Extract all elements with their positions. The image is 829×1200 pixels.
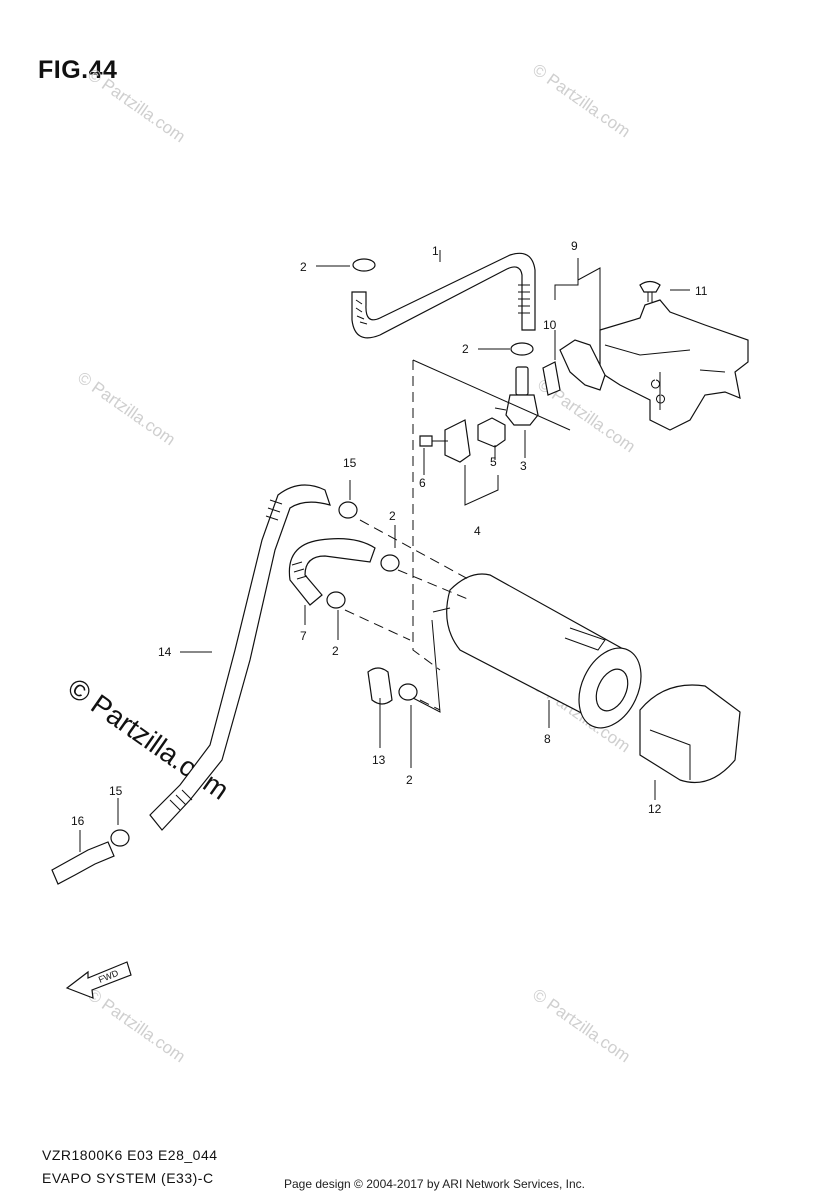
- hose-clamp[interactable]: [510, 342, 534, 356]
- callout-8[interactable]: 8: [544, 732, 551, 746]
- cover-12[interactable]: [639, 684, 741, 784]
- fitting-16[interactable]: [51, 841, 115, 885]
- hose-clamp[interactable]: [326, 591, 346, 609]
- model-code: VZR1800K6 E03 E28_044: [42, 1147, 218, 1163]
- callout-2[interactable]: 2: [300, 260, 307, 274]
- hose-7[interactable]: [288, 538, 376, 606]
- bolt-6[interactable]: [419, 435, 448, 447]
- clip-10[interactable]: [542, 361, 561, 396]
- copyright-footer: Page design © 2004-2017 by ARI Network S…: [283, 1177, 585, 1191]
- hose-clamp[interactable]: [398, 683, 418, 701]
- callout-1[interactable]: 1: [432, 244, 439, 258]
- callout-2[interactable]: 2: [406, 773, 413, 787]
- callout-15[interactable]: 15: [343, 456, 357, 470]
- callout-12[interactable]: 12: [648, 802, 662, 816]
- hose-clamp[interactable]: [110, 829, 130, 847]
- bracket-9[interactable]: [559, 299, 749, 431]
- callout-2[interactable]: 2: [389, 509, 396, 523]
- hose-13[interactable]: [367, 667, 393, 705]
- callout-5[interactable]: 5: [490, 455, 497, 469]
- hose-clamp[interactable]: [338, 501, 358, 519]
- callout-2[interactable]: 2: [332, 644, 339, 658]
- callout-9[interactable]: 9: [571, 239, 578, 253]
- screw-11[interactable]: [639, 280, 661, 303]
- fwd-arrow-icon: FWD: [65, 961, 132, 999]
- callout-7[interactable]: 7: [300, 629, 307, 643]
- callout-6[interactable]: 6: [419, 476, 426, 490]
- callout-11[interactable]: 11: [695, 284, 708, 298]
- callout-10[interactable]: 10: [543, 318, 557, 332]
- clamp-5[interactable]: [477, 417, 506, 448]
- callout-3[interactable]: 3: [520, 459, 527, 473]
- bracket-4[interactable]: [444, 419, 471, 463]
- callout-16[interactable]: 16: [71, 814, 85, 828]
- hose-1[interactable]: [351, 252, 536, 339]
- section-name: EVAPO SYSTEM (E33)-C: [42, 1170, 214, 1186]
- callout-13[interactable]: 13: [372, 753, 386, 767]
- figure-title: FIG.44: [38, 56, 118, 84]
- callout-14[interactable]: 14: [158, 645, 172, 659]
- valve-3[interactable]: [494, 366, 539, 426]
- hose-14[interactable]: [149, 484, 331, 831]
- callout-2[interactable]: 2: [462, 342, 469, 356]
- callout-4[interactable]: 4: [474, 524, 481, 538]
- hose-clamp[interactable]: [380, 554, 400, 572]
- hose-clamp[interactable]: [352, 258, 376, 272]
- callout-15[interactable]: 15: [109, 784, 123, 798]
- canister-8[interactable]: [432, 573, 653, 738]
